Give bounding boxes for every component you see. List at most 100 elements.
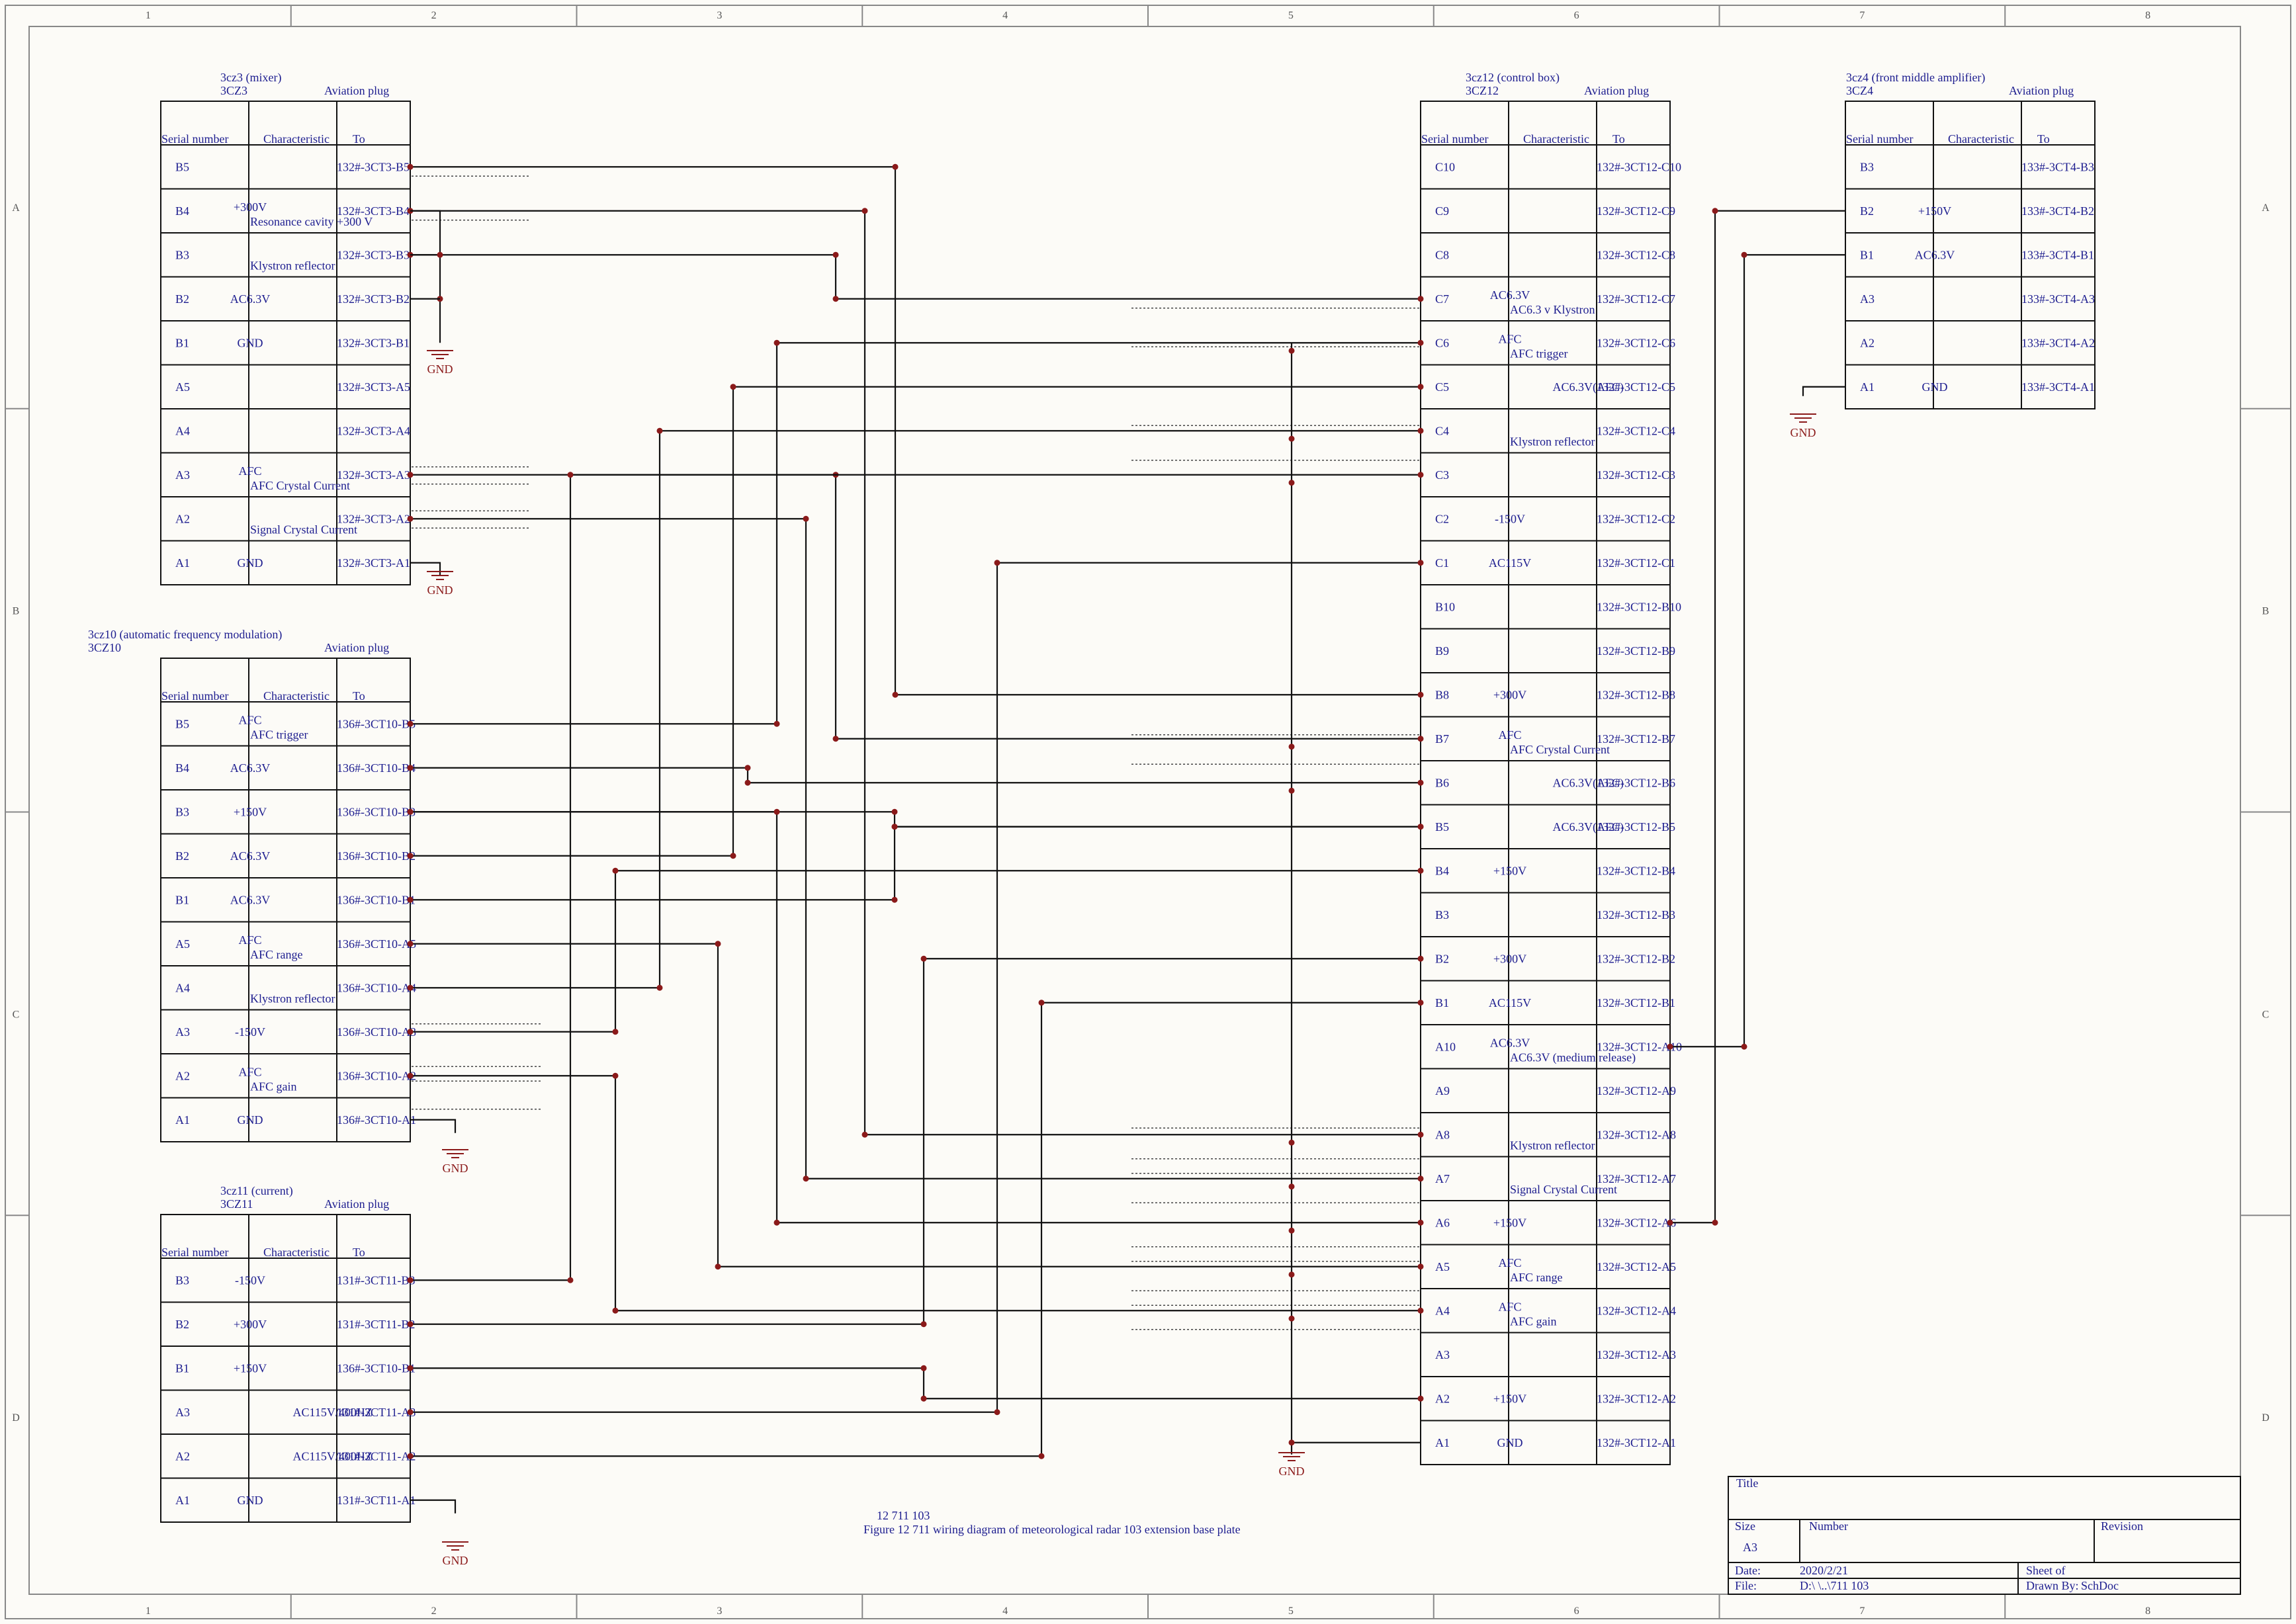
to-3cz10-A2: 136#-3CT10-A2 [337, 1069, 416, 1082]
pin-3cz12-A4: A4 [1435, 1304, 1450, 1317]
junction-dot [773, 1219, 780, 1226]
ground-symbol: GND [442, 1149, 468, 1175]
characteristic-3cz10-B4: AC6.3V [230, 761, 271, 775]
header-to: To [2037, 132, 2050, 146]
pin-3cz12-B1: B1 [1435, 996, 1449, 1009]
pin-3cz10-A5: A5 [175, 937, 190, 951]
wire-3cz10-B3 [410, 811, 1421, 828]
characteristic-3cz12-B1: AC115V [1489, 996, 1531, 1009]
junction-dot [656, 984, 663, 991]
to-3cz12-A3: 132#-3CT12-A3 [1597, 1348, 1676, 1361]
junction-dot [861, 1131, 868, 1138]
header-characteristic: Characteristic [263, 132, 330, 146]
junction-dot [656, 427, 663, 434]
characteristic-3cz3-B2: AC6.3V [230, 292, 271, 306]
title-block: Title Size A3 Number Revision Date: 2020… [1728, 1476, 2241, 1595]
pin-3cz12-B5: B5 [1435, 820, 1449, 833]
ground-symbol: GND [427, 571, 453, 597]
pin-3cz12-B7: B7 [1435, 732, 1449, 746]
to-3cz11-A2: 131#-3CT11-A2 [337, 1449, 416, 1463]
junction-dot [715, 941, 721, 947]
junction-dot [803, 1175, 809, 1182]
to-3cz11-B3: 131#-3CT11-B3 [337, 1273, 415, 1287]
note-3cz12-A8: Klystron reflector [1510, 1138, 1595, 1152]
sheet-label: Sheet of [2026, 1564, 2065, 1577]
to-3cz12-A9: 132#-3CT12-A9 [1597, 1084, 1676, 1097]
zone-row-right: D [2262, 1412, 2270, 1424]
note-3cz12-C6: AFC trigger [1510, 347, 1568, 360]
wire-3cz3-A2 [410, 518, 1421, 1179]
zone-row-right: C [2262, 1009, 2270, 1020]
junction-dot [1417, 736, 1424, 742]
zone-row-right: B [2262, 606, 2270, 617]
characteristic-3cz12-C5: AC6.3V(AFC) [1553, 380, 1624, 394]
pin-3cz12-A8: A8 [1435, 1128, 1450, 1141]
wire-3cz10-A2 [410, 1075, 1421, 1312]
junction-dot [1417, 384, 1424, 390]
junction-dot [891, 808, 898, 815]
connector-code: 3CZ11 [220, 1197, 253, 1211]
pin-3cz12-A10: A10 [1435, 1040, 1456, 1053]
to-3cz12-B5: 132#-3CT12-B5 [1597, 820, 1675, 833]
wire-3cz10-A5 [410, 943, 1421, 1267]
to-3cz4-A1: 133#-3CT4-A1 [2021, 380, 2095, 394]
connector-title: 3cz3 (mixer) [220, 71, 281, 85]
pin-3cz3-B4: B4 [175, 204, 189, 218]
pin-3cz12-C3: C3 [1435, 468, 1449, 482]
to-3cz10-B4: 136#-3CT10-B4 [337, 761, 416, 775]
junction-dot [1038, 1453, 1045, 1459]
junction-dot [1417, 1395, 1424, 1402]
to-3cz12-C7: 132#-3CT12-C7 [1597, 292, 1675, 306]
to-3cz3-B2: 132#-3CT3-B2 [337, 292, 410, 306]
characteristic-3cz11-B3: -150V [235, 1273, 265, 1287]
junction-dot [1038, 1000, 1045, 1006]
pin-3cz10-A4: A4 [175, 981, 190, 994]
junction-dot [861, 208, 868, 214]
junction-dot [1417, 1263, 1424, 1270]
inner-frame [28, 26, 2241, 1595]
pin-3cz4-A3: A3 [1860, 292, 1875, 306]
to-3cz12-B6: 132#-3CT12-B6 [1597, 776, 1675, 789]
junction-dot [407, 853, 414, 859]
pin-3cz12-A7: A7 [1435, 1172, 1450, 1185]
characteristic-3cz4-B1: AC6.3V [1915, 248, 1955, 261]
drawn-by-label: Drawn By: [2026, 1579, 2079, 1592]
pin-3cz3-B5: B5 [175, 160, 189, 173]
junction-dot [773, 808, 780, 815]
note-3cz10-B5: AFC trigger [250, 728, 308, 741]
junction-dot [407, 808, 414, 815]
junction-dot [891, 896, 898, 903]
wire-3cz10-B5 [410, 342, 1421, 725]
note-3cz12-C7: AC6.3 v Klystron [1510, 303, 1595, 316]
wire-3cz11-B3 [410, 474, 1421, 1281]
to-3cz11-B1: 136#-3CT10-B1 [337, 1361, 416, 1375]
to-3cz12-B10: 132#-3CT12-B10 [1597, 600, 1681, 613]
plug-label: Aviation plug [324, 84, 389, 97]
pin-3cz3-A1: A1 [175, 556, 190, 570]
junction-dot [1667, 1219, 1673, 1226]
gnd-3cz10-A1 [410, 1119, 457, 1133]
to-3cz11-A1: 131#-3CT11-A1 [337, 1494, 416, 1507]
ground-symbol: GND [427, 350, 453, 376]
junction-dot [1288, 787, 1295, 794]
dashed-leaders [412, 175, 1419, 1330]
zone-col-bottom: 3 [717, 1605, 722, 1617]
note-3cz12-A10: AC6.3V (medium release) [1510, 1050, 1636, 1064]
header-serial-number: Serial number [161, 132, 228, 146]
zone-col-bottom: 7 [1859, 1605, 1865, 1617]
header-to: To [353, 132, 365, 146]
connector-title: 3cz11 (current) [220, 1184, 293, 1198]
note-3cz10-A5: AFC range [250, 948, 303, 961]
characteristic-3cz11-A3: AC115V/400HZ [293, 1406, 373, 1419]
pin-3cz12-C6: C6 [1435, 336, 1449, 349]
pin-3cz12-A1: A1 [1435, 1436, 1450, 1449]
junction-dot [407, 984, 414, 991]
junction-dot [407, 163, 414, 170]
junction-dot [407, 765, 414, 771]
characteristic-3cz3-A3: AFC [238, 464, 261, 478]
characteristic-3cz12-A4: AFC [1498, 1300, 1521, 1313]
gnd-3cz4-A1 [1802, 386, 1845, 396]
junction-dot [1417, 560, 1424, 566]
pin-3cz10-B1: B1 [175, 893, 189, 906]
